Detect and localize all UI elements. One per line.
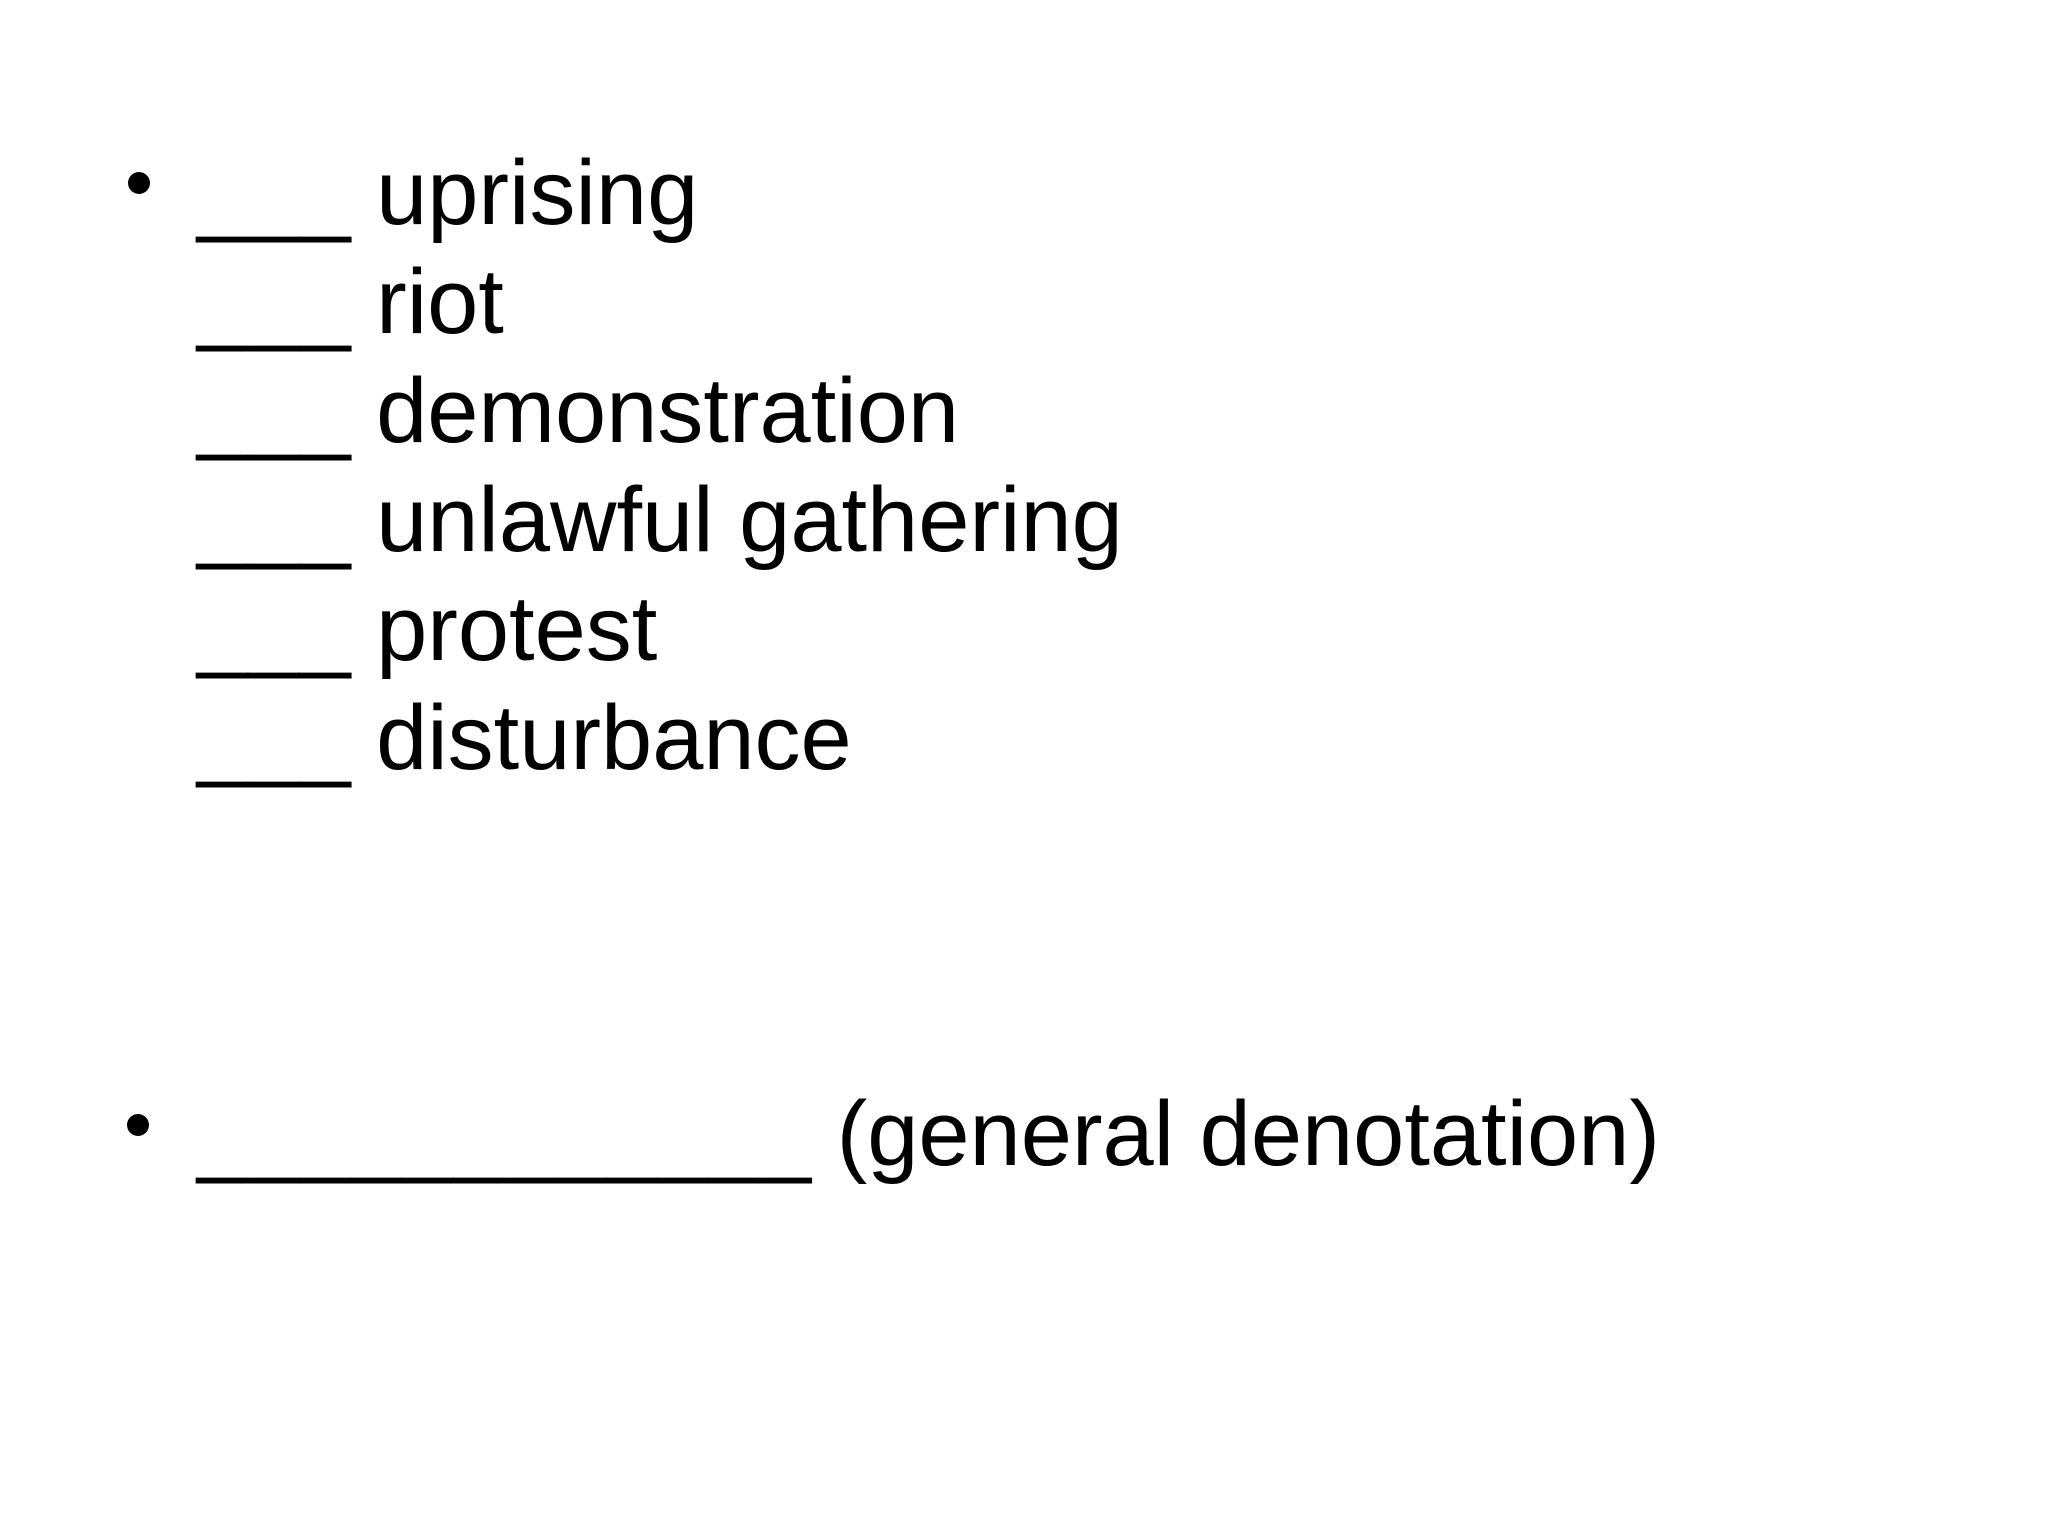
denotation-block: ____________ (general denotation) [197,1080,1660,1189]
term-label: unlawful gathering [376,469,1123,571]
word-list-block: ___ uprising ___ riot ___ demonstration … [197,139,1123,793]
term-label: uprising [376,142,699,244]
list-item: ___ riot [197,248,1123,357]
term-label: disturbance [376,687,852,789]
term-label: demonstration [376,360,960,462]
blank-slot: ____________ [197,1083,811,1185]
blank-slot: ___ [197,251,351,353]
list-item: ___ demonstration [197,357,1123,466]
list-item: ___ unlawful gathering [197,466,1123,575]
term-label: (general denotation) [836,1083,1661,1185]
list-item: ___ protest [197,575,1123,684]
blank-slot: ___ [197,578,351,680]
bullet-icon [128,172,150,194]
blank-slot: ___ [197,142,351,244]
term-label: protest [376,578,658,680]
blank-slot: ___ [197,687,351,789]
list-item: ____________ (general denotation) [197,1080,1660,1189]
list-item: ___ disturbance [197,684,1123,793]
blank-slot: ___ [197,360,351,462]
bullet-icon [127,1114,149,1136]
blank-slot: ___ [197,469,351,571]
list-item: ___ uprising [197,139,1123,248]
term-label: riot [376,251,504,353]
